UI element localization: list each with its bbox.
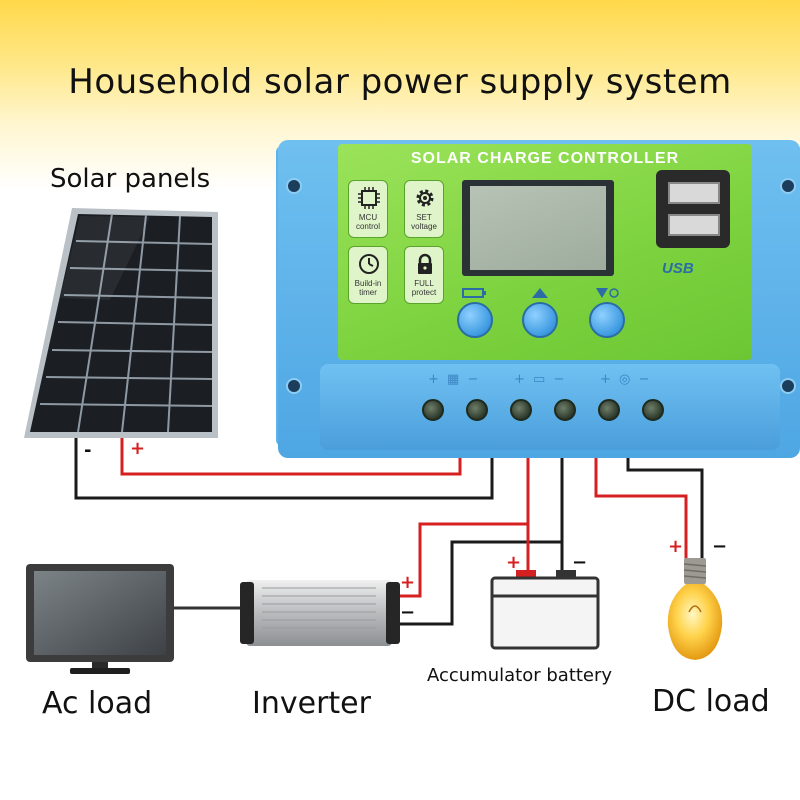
mounting-hole-icon (780, 378, 796, 394)
up-button[interactable] (522, 302, 558, 338)
dc-bulb (667, 558, 723, 660)
battery-mode-icon (462, 288, 486, 298)
ac-load-label: Ac load (42, 686, 153, 721)
feature-build-in-timer: Build-in timer (348, 246, 388, 304)
feature-line1: SET (416, 213, 432, 222)
dc-minus-mark: − (712, 536, 728, 557)
feature-line2: voltage (411, 222, 437, 231)
feature-full-protect: FULL protect (404, 246, 444, 304)
battery-plus-mark: + (506, 552, 522, 573)
feature-line1: FULL (414, 279, 434, 288)
solar-plus-mark: + (130, 438, 146, 459)
solar-minus-mark: - (84, 440, 92, 461)
terminal-load-plus[interactable] (598, 399, 620, 421)
gear-icon (416, 189, 434, 207)
terminal-battery-minus[interactable] (554, 399, 576, 421)
feature-mcu-control: MCU control (348, 180, 388, 238)
feature-set-voltage: SET voltage (404, 180, 444, 238)
usb-port-1[interactable] (668, 182, 720, 204)
inverter-device (240, 580, 400, 646)
up-arrow-icon (532, 288, 548, 298)
terminal-battery-plus[interactable] (510, 399, 532, 421)
battery-device (490, 570, 600, 650)
page-title: Household solar power supply system (68, 62, 732, 102)
inverter-plus-mark: + (400, 572, 416, 593)
usb-label: USB (662, 260, 694, 277)
mounting-hole-icon (286, 378, 302, 394)
terminal-solar-plus[interactable] (422, 399, 444, 421)
ac-monitor (26, 564, 174, 674)
menu-button[interactable] (457, 302, 493, 338)
mounting-hole-icon (780, 178, 796, 194)
solar-panels-label: Solar panels (50, 164, 211, 194)
clock-icon (359, 254, 379, 274)
terminal-solar-minus[interactable] (466, 399, 488, 421)
solar-panel (24, 208, 218, 438)
down-arrow-light-icon (596, 288, 619, 298)
battery-minus-mark: − (572, 552, 588, 573)
terminal-load-minus[interactable] (642, 399, 664, 421)
down-button[interactable] (589, 302, 625, 338)
terminal-rail (320, 364, 780, 450)
feature-line2: control (355, 222, 380, 231)
chip-icon (358, 187, 380, 209)
feature-line1: MCU (358, 213, 378, 222)
solar-terminal-mark: + ▦ − (428, 372, 481, 387)
dc-load-label: DC load (652, 684, 770, 719)
feature-line2: protect (411, 288, 437, 297)
load-terminal-mark: + ◎ − (600, 372, 652, 387)
lcd-screen (470, 186, 606, 270)
battery-label: Accumulator battery (427, 665, 613, 686)
feature-line2: timer (359, 288, 377, 297)
feature-line1: Build-in (354, 279, 382, 288)
inverter-minus-mark: − (400, 602, 416, 623)
negative-wires (74, 438, 704, 626)
inverter-label: Inverter (252, 686, 371, 721)
mounting-hole-icon (286, 178, 302, 194)
dc-plus-mark: + (668, 536, 684, 557)
lock-icon (418, 253, 432, 274)
usb-port-2[interactable] (668, 214, 720, 236)
battery-terminal-mark: + ▭ − (514, 372, 567, 387)
positive-wires (120, 438, 688, 598)
controller-title: SOLAR CHARGE CONTROLLER (410, 150, 680, 167)
